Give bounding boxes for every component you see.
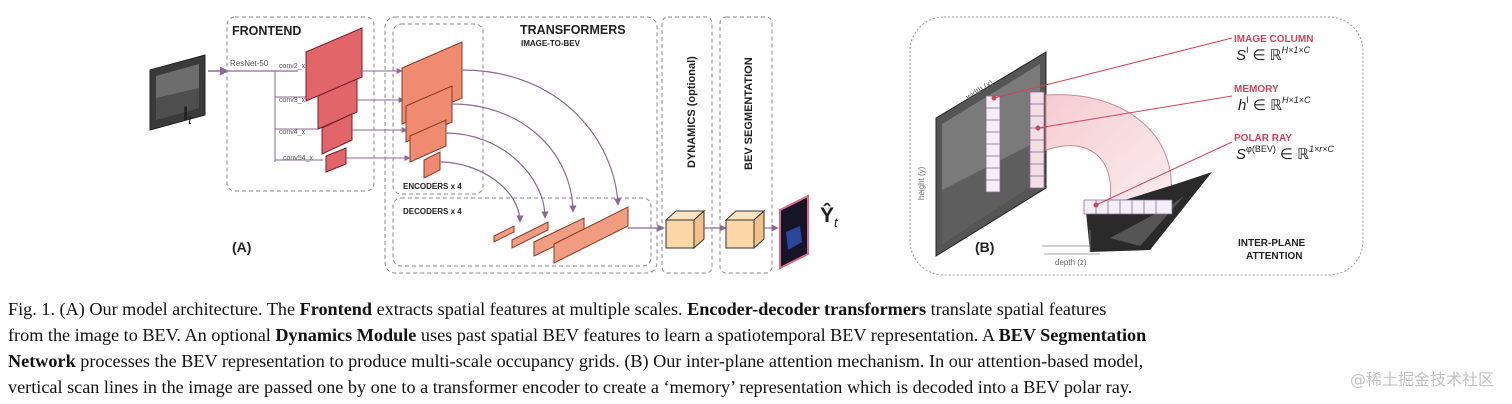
encoders-box bbox=[392, 23, 484, 195]
panel-a-label: (A) bbox=[232, 239, 251, 255]
output-label: Ŷt bbox=[820, 203, 839, 230]
decoders-box bbox=[392, 197, 652, 267]
figure-caption: Fig. 1. (A) Our model architecture. The … bbox=[8, 296, 1504, 400]
decoders-label: DECODERS x 4 bbox=[403, 207, 462, 216]
height-label: height (y) bbox=[917, 166, 926, 200]
input-label: It bbox=[183, 104, 192, 127]
image-column-eq: SI∈ ℝH×1×C bbox=[1236, 45, 1311, 64]
transformers-box bbox=[384, 16, 658, 274]
polar-ray bbox=[1083, 199, 1173, 215]
memory-title: MEMORY bbox=[1234, 84, 1279, 95]
transformers-title: TRANSFORMERS bbox=[520, 23, 626, 37]
attention-title-1: INTER-PLANE bbox=[1238, 238, 1306, 249]
watermark: @稀土掘金技术社区 bbox=[1349, 370, 1494, 389]
depth-label: depth (z) bbox=[1055, 258, 1087, 267]
conv-label-2: conv3_x bbox=[279, 97, 306, 104]
backbone-label: ResNet-50 bbox=[230, 59, 269, 68]
memory-eq: hI∈ ℝH×1×C bbox=[1238, 95, 1311, 114]
panel-b: width (x) height (y) bbox=[909, 16, 1364, 276]
frontend-blocks bbox=[305, 27, 363, 173]
image-column bbox=[985, 95, 1001, 193]
decoder-blocks bbox=[493, 206, 629, 264]
attention-title-2: ATTENTION bbox=[1246, 251, 1302, 262]
conv-label-4: conv54_x bbox=[283, 155, 313, 162]
caption-line-2: from the image to BEV. An optional Dynam… bbox=[8, 325, 1147, 345]
transformers-subtitle: IMAGE-TO-BEV bbox=[521, 39, 581, 48]
dynamics-box bbox=[661, 16, 713, 274]
polar-ray-eq: Sφ(BEV)∈ ℝ1×r×C bbox=[1236, 144, 1334, 163]
dynamics-label: DYNAMICS (optional) bbox=[686, 56, 698, 168]
memory-column bbox=[1029, 91, 1045, 189]
frontend-box bbox=[226, 16, 375, 192]
panel-b-label: (B) bbox=[975, 239, 994, 255]
image-column-title: IMAGE COLUMN bbox=[1234, 34, 1313, 45]
encoder-blocks bbox=[401, 41, 463, 179]
frontend-title: FRONTEND bbox=[232, 24, 301, 38]
encoders-label: ENCODERS x 4 bbox=[403, 182, 462, 191]
polar-ray-title: POLAR RAY bbox=[1234, 133, 1292, 144]
caption-line-4: vertical scan lines in the image are pas… bbox=[8, 377, 1133, 397]
attention-cone bbox=[1045, 94, 1172, 201]
conv-label-3: conv4_x bbox=[279, 129, 306, 136]
panel-a: It FRONTEND ResNet-50 conv2_x conv3_x co… bbox=[149, 16, 839, 274]
panel-b-box bbox=[909, 16, 1364, 276]
figure-1: It FRONTEND ResNet-50 conv2_x conv3_x co… bbox=[149, 16, 1364, 276]
caption-line-1: Fig. 1. (A) Our model architecture. The … bbox=[8, 299, 1107, 319]
bev-label: BEV SEGMENTATION bbox=[743, 57, 755, 170]
output-map bbox=[779, 194, 809, 270]
input-image bbox=[149, 54, 206, 131]
dynamics-cube bbox=[664, 209, 706, 250]
conv-label-1: conv2_x bbox=[279, 63, 306, 70]
bev-cube bbox=[724, 209, 766, 250]
caption-line-3: Network processes the BEV representation… bbox=[8, 351, 1144, 371]
bev-box bbox=[719, 16, 773, 274]
